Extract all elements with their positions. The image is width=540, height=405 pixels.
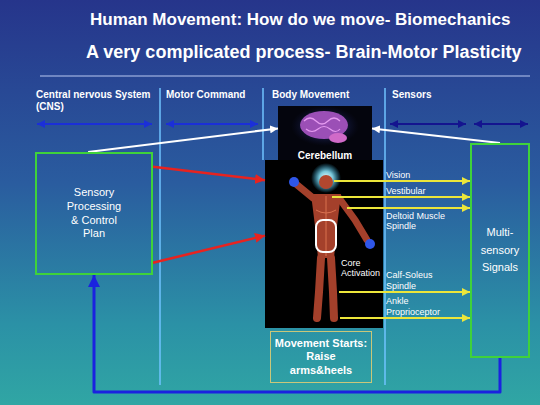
signal-arrow <box>383 196 470 198</box>
title: Human Movement: How do we move- Biomecha… <box>90 10 510 30</box>
signal-arrow <box>383 317 470 319</box>
sensor-line <box>334 180 383 182</box>
sensor-label: Deltoid Muscle Spindle <box>386 211 465 232</box>
column-divider <box>159 88 161 385</box>
column-span-arrow <box>390 123 466 125</box>
head-glow <box>311 163 341 193</box>
sensor-label: Vision <box>386 170 410 180</box>
signal-arrow <box>153 167 265 180</box>
body-photo <box>265 160 383 328</box>
column-span-arrow <box>37 123 152 125</box>
column-heading: Body Movement <box>272 89 382 101</box>
column-heading: Motor Command <box>166 89 260 101</box>
node-text: Core Activation <box>341 258 382 279</box>
signal-arrow <box>383 207 470 209</box>
sensor-label: Ankle Proprioceptor <box>386 296 465 317</box>
sensor-line <box>332 196 383 198</box>
column-heading: Sensors <box>392 89 468 101</box>
hand-marker <box>365 239 375 249</box>
column-heading: Central nervous System (CNS) <box>36 89 158 112</box>
signal-arrow <box>88 128 278 152</box>
body-figure: Core Activation <box>265 160 383 328</box>
column-divider <box>262 88 264 160</box>
signal-arrow <box>372 128 500 143</box>
sensor-line <box>339 291 383 293</box>
node-text: Movement Starts: Raise arms&heels <box>274 337 368 377</box>
signal-arrow <box>94 275 500 392</box>
brain-image: Cerebellum <box>278 106 372 162</box>
brain-fold <box>306 127 340 132</box>
movement-box: Movement Starts: Raise arms&heels <box>270 331 372 383</box>
torso <box>311 194 341 258</box>
signal-arrow <box>383 180 470 182</box>
signals-box: Multi- sensory Signals <box>470 143 530 358</box>
sensor-line <box>340 317 383 319</box>
header-rule <box>40 76 530 77</box>
node-text: Cerebellum <box>278 150 372 162</box>
signal-arrow <box>383 291 470 293</box>
signal-arrow <box>153 236 265 263</box>
node-text: Multi- sensory Signals <box>476 224 524 277</box>
brain-glow <box>291 106 359 146</box>
column-span-arrow <box>474 123 528 125</box>
control-box: Sensory Processing & Control Plan <box>35 152 153 275</box>
muscle-line <box>316 196 336 256</box>
core-outline <box>316 220 336 252</box>
column-divider <box>384 88 386 385</box>
node-text: Sensory Processing & Control Plan <box>65 186 123 241</box>
subtitle: A very complicated process- Brain-Motor … <box>86 42 521 63</box>
arm <box>296 184 313 198</box>
sensor-line <box>347 207 383 209</box>
sensor-label: Calf-Soleus Spindle <box>386 270 465 291</box>
arm <box>339 198 367 240</box>
cerebellum-shape <box>329 133 347 143</box>
sensor-label: Vestibular <box>386 186 426 196</box>
leg <box>331 258 334 318</box>
leg <box>317 258 321 318</box>
brain-photo <box>278 106 372 162</box>
column-span-arrow <box>166 123 258 125</box>
brain-fold <box>304 118 340 124</box>
hand-marker <box>289 177 299 187</box>
head <box>319 175 333 189</box>
